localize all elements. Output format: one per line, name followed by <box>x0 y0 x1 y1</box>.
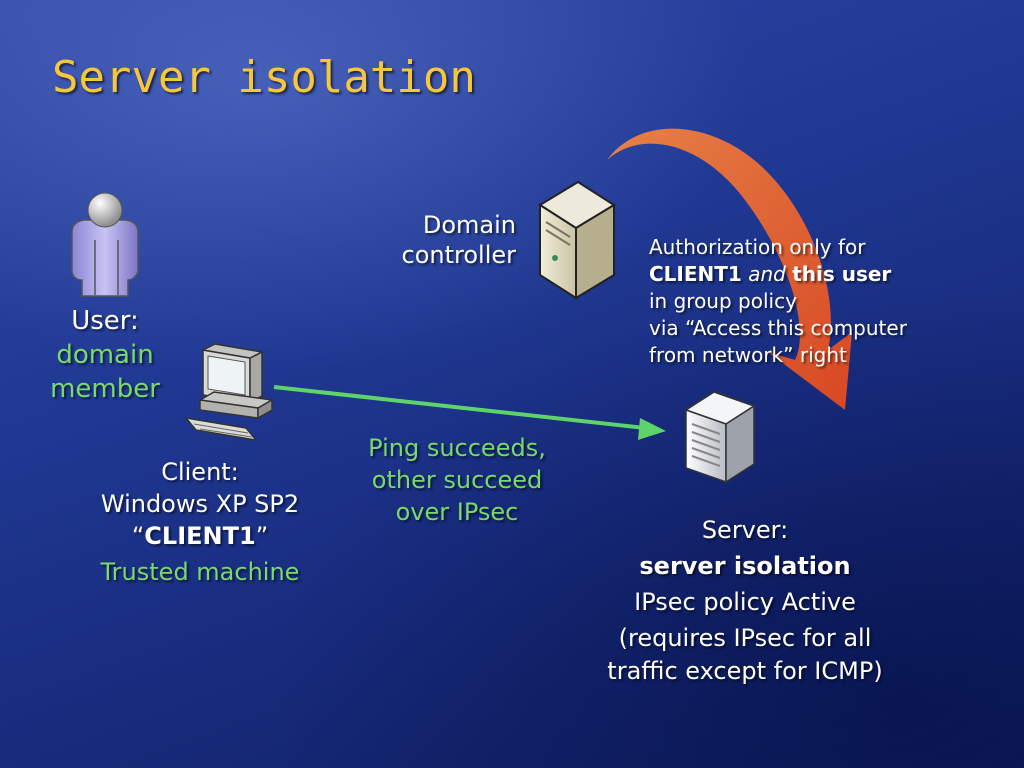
client-name-line: “CLIENT1” <box>70 520 330 552</box>
client-trust: Trusted machine <box>100 558 300 586</box>
slide-title: Server isolation <box>52 52 476 103</box>
user-role: domain member <box>40 338 170 406</box>
user-icon <box>71 192 139 297</box>
domain-controller-line2: controller <box>401 241 517 269</box>
client-label: Client: <box>161 458 239 486</box>
ping-line1: Ping succeeds, <box>368 434 546 462</box>
authorization-line1: Authorization only for <box>649 235 866 259</box>
client-name: CLIENT1 <box>144 522 256 550</box>
client-computer-icon <box>184 343 275 442</box>
authorization-line4: via “Access this computer <box>649 316 907 340</box>
user-label-block: User: domain member <box>40 304 170 406</box>
client-label-block: Client: Windows XP SP2 “CLIENT1” Trusted… <box>70 456 330 588</box>
authorization-line2: CLIENT1 and this user <box>649 261 949 288</box>
server-icon <box>684 391 756 484</box>
server-note1: (requires IPsec for all <box>618 624 872 652</box>
server-label: Server: <box>701 516 789 544</box>
server-note2: traffic except for ICMP) <box>607 657 883 685</box>
user-label: User: <box>71 306 139 336</box>
server-label-block: Server: server isolation IPsec policy Ac… <box>580 512 910 686</box>
client-os: Windows XP SP2 <box>100 490 300 518</box>
authorization-text: Authorization only for CLIENT1 and this … <box>649 234 949 369</box>
ping-line2: other succeed <box>371 466 543 494</box>
authorization-client: CLIENT1 <box>649 262 742 286</box>
domain-controller-label: Domain controller <box>380 210 517 270</box>
authorization-line3: in group policy <box>649 289 797 313</box>
server-policy: IPsec policy Active <box>634 588 856 616</box>
ping-line3: over IPsec <box>395 498 519 526</box>
curved-authorization-arrow <box>607 128 852 410</box>
client-name-open-quote: “ <box>131 522 145 550</box>
authorization-this-user: this user <box>792 262 892 286</box>
client-name-close-quote: ” <box>255 522 269 550</box>
authorization-line5: from network” right <box>649 343 847 367</box>
ping-label: Ping succeeds, other succeed over IPsec <box>340 432 574 528</box>
ping-arrow <box>273 385 666 440</box>
server-mode: server isolation <box>639 552 851 580</box>
user-role-text: domain member <box>50 340 160 404</box>
domain-controller-line1: Domain <box>422 211 516 239</box>
domain-controller-icon <box>538 180 616 300</box>
authorization-and: and <box>748 262 786 286</box>
